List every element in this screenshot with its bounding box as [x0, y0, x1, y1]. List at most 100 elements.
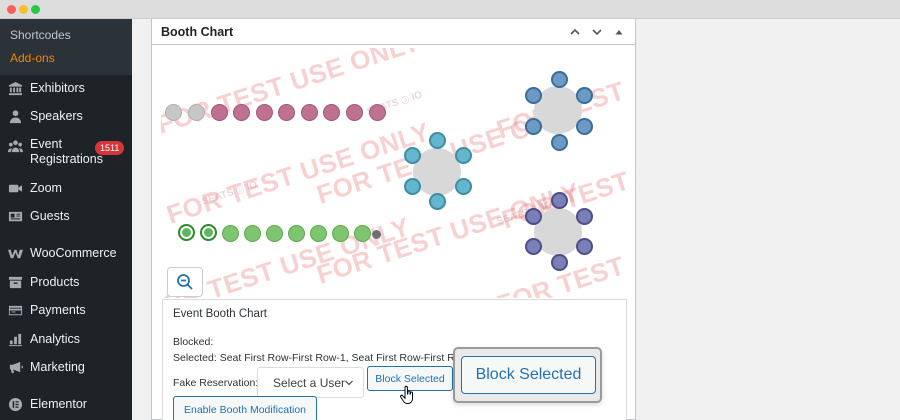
- elementor-icon: [7, 396, 23, 412]
- admin-sidebar: Shortcodes Add-ons: [0, 19, 132, 420]
- table-seat[interactable]: [525, 238, 542, 255]
- selected-seat[interactable]: [178, 224, 195, 241]
- sidebar-item-event-registrations[interactable]: Event Registrations 1511: [0, 137, 132, 167]
- id-card-icon: [7, 208, 23, 224]
- sidebar-item-analytics[interactable]: Analytics: [0, 331, 132, 347]
- sidebar-item-payments[interactable]: Payments: [0, 302, 132, 318]
- chevron-down-icon: [345, 380, 353, 386]
- round-table[interactable]: [534, 86, 582, 134]
- triangle-up-icon: [615, 30, 623, 35]
- block-selected-button-zoomed[interactable]: Block Selected: [461, 356, 596, 394]
- table-seat[interactable]: [525, 87, 542, 104]
- accessible-seat[interactable]: [278, 104, 295, 121]
- table-seat[interactable]: [576, 208, 593, 225]
- seat[interactable]: [354, 225, 371, 242]
- accessible-seat[interactable]: [369, 104, 386, 121]
- accessible-seat[interactable]: [211, 104, 228, 121]
- video-icon: [7, 180, 23, 196]
- panel-header: Booth Chart: [152, 19, 635, 45]
- submenu-item-shortcodes[interactable]: Shortcodes: [10, 28, 71, 42]
- bank-icon: [7, 80, 23, 96]
- watermark-logo-text-2: IO: [410, 89, 424, 104]
- enable-booth-modification-button[interactable]: Enable Booth Modification: [173, 396, 317, 420]
- accessible-seat[interactable]: [256, 104, 273, 121]
- submenu-item-add-ons[interactable]: Add-ons: [10, 51, 55, 65]
- megaphone-icon: [7, 359, 23, 375]
- table-seat[interactable]: [576, 118, 593, 135]
- zoom-out-icon: [177, 274, 193, 290]
- accessible-seat[interactable]: [323, 104, 340, 121]
- close-window-button[interactable]: [7, 5, 16, 14]
- blocked-label: Blocked:: [173, 336, 214, 348]
- archive-icon: [7, 274, 23, 290]
- table-seat[interactable]: [551, 134, 568, 151]
- selected-seats-text: Selected: Seat First Row-First Row-1, Se…: [173, 352, 459, 364]
- woo-icon: [7, 245, 23, 261]
- table-seat[interactable]: [576, 87, 593, 104]
- table-seat[interactable]: [551, 192, 568, 209]
- accessible-seat[interactable]: [346, 104, 363, 121]
- sidebar-item-label: Products: [30, 274, 80, 289]
- table-seat[interactable]: [404, 147, 421, 164]
- sidebar-item-zoom[interactable]: Zoom: [0, 180, 132, 196]
- accessible-seat[interactable]: [233, 104, 250, 121]
- table-seat[interactable]: [525, 208, 542, 225]
- sidebar-item-products[interactable]: Products: [0, 274, 132, 290]
- accessible-seat[interactable]: [165, 104, 182, 121]
- table-seat[interactable]: [525, 118, 542, 135]
- table-seat[interactable]: [404, 178, 421, 195]
- block-selected-button[interactable]: Block Selected: [367, 366, 453, 391]
- sidebar-item-speakers[interactable]: Speakers: [0, 108, 132, 124]
- table-seat[interactable]: [455, 147, 472, 164]
- chevron-up-icon: [570, 28, 580, 35]
- sidebar-item-label: Event Registrations: [30, 137, 103, 167]
- seating-chart[interactable]: FOR TEST USE ONLY FOR TEST USE ONLY FOR …: [161, 48, 627, 298]
- seat[interactable]: [222, 225, 239, 242]
- zoom-out-button[interactable]: [167, 267, 203, 297]
- sidebar-item-marketing[interactable]: Marketing: [0, 359, 132, 375]
- seat[interactable]: [244, 225, 261, 242]
- sidebar-item-label: WooCommerce: [30, 245, 117, 260]
- sidebar-item-label-line2: Registrations: [30, 152, 103, 166]
- sidebar-item-label: Elementor: [30, 396, 87, 411]
- table-seat[interactable]: [551, 254, 568, 271]
- sidebar-item-label: Marketing: [30, 359, 85, 374]
- fake-reservation-label: Fake Reservation:: [173, 377, 259, 389]
- sidebar-item-exhibitors[interactable]: Exhibitors: [0, 80, 132, 96]
- seat[interactable]: [332, 225, 349, 242]
- person-icon: [7, 108, 23, 124]
- table-seat[interactable]: [429, 132, 446, 149]
- info-box-title: Event Booth Chart: [173, 308, 267, 320]
- selected-value: Seat First Row-First Row-1, Seat First R…: [219, 352, 459, 364]
- panel-controls: [565, 23, 629, 41]
- table-seat[interactable]: [576, 238, 593, 255]
- move-down-button[interactable]: [587, 23, 607, 41]
- sidebar-item-label: Speakers: [30, 108, 83, 123]
- table-seat[interactable]: [551, 71, 568, 88]
- group-icon: [7, 138, 23, 154]
- selected-seat[interactable]: [200, 224, 217, 241]
- registrations-count-badge: 1511: [95, 141, 125, 155]
- table-seat[interactable]: [429, 193, 446, 210]
- select-user-dropdown[interactable]: Select a User: [257, 367, 364, 398]
- accessible-seat[interactable]: [188, 104, 205, 121]
- seat[interactable]: [288, 225, 305, 242]
- round-table[interactable]: [534, 208, 582, 256]
- maximize-window-button[interactable]: [31, 5, 40, 14]
- sidebar-item-label-line1: Event: [30, 137, 62, 151]
- sidebar-item-guests[interactable]: Guests: [0, 208, 132, 224]
- sidebar-item-woocommerce[interactable]: WooCommerce: [0, 245, 132, 261]
- seat[interactable]: [266, 225, 283, 242]
- round-table[interactable]: [413, 148, 461, 196]
- sidebar-item-label: Analytics: [30, 331, 81, 346]
- move-up-button[interactable]: [565, 23, 585, 41]
- seat[interactable]: [310, 225, 327, 242]
- sidebar-item-label: Zoom: [30, 180, 62, 195]
- watermark-text: FOR TEST USE ONLY: [161, 48, 424, 140]
- table-seat[interactable]: [455, 178, 472, 195]
- accessible-seat[interactable]: [301, 104, 318, 121]
- minimize-window-button[interactable]: [19, 5, 28, 14]
- toggle-panel-button[interactable]: [609, 23, 629, 41]
- select-user-value: Select a User: [273, 375, 346, 390]
- sidebar-item-elementor[interactable]: Elementor: [0, 396, 132, 412]
